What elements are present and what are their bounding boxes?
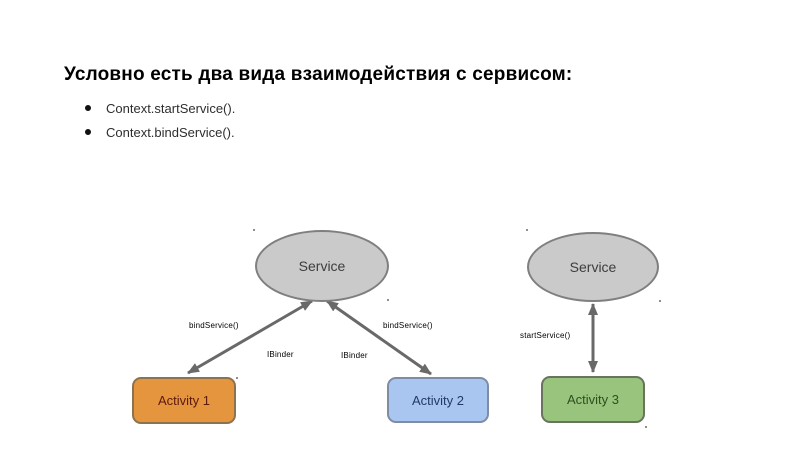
artifact-dot [236,377,238,379]
activity3-label: Activity 3 [566,392,619,407]
activity3-node: Activity 3 [541,376,645,423]
edge-label-bindservice-2: bindService() [383,321,433,330]
service-node-bind: Service [255,230,389,302]
edge-label-ibinder-1: IBinder [267,350,294,359]
bullet-item: Context.bindService(). [85,120,235,144]
artifact-dot [253,229,255,231]
bullet-icon [85,129,91,135]
slide-title: Условно есть два вида взаимодействия с с… [64,64,573,85]
artifact-dot [526,229,528,231]
artifact-dot [659,300,661,302]
bind-arrow-activity1 [187,299,313,375]
activity2-node: Activity 2 [387,377,489,423]
activity2-label: Activity 2 [411,392,464,408]
bullet-list: Context.startService(). Context.bindServ… [85,96,235,144]
bullet-icon [85,105,91,111]
bullet-item: Context.startService(). [85,96,235,120]
activity1-label: Activity 1 [157,393,210,408]
bind-arrow-activity2 [326,299,432,376]
artifact-dot [645,426,647,428]
edge-label-bindservice-1: bindService() [189,321,239,330]
artifact-dot [387,299,389,301]
service-node-label: Service [569,259,617,275]
activity1-node: Activity 1 [132,377,236,424]
service-node-start: Service [527,232,659,302]
service-node-label: Service [298,258,346,274]
edge-label-startservice: startService() [520,331,571,340]
bullet-text: Context.bindService(). [106,124,235,140]
bullet-text: Context.startService(). [106,100,236,116]
edge-label-ibinder-2: IBinder [341,351,368,360]
